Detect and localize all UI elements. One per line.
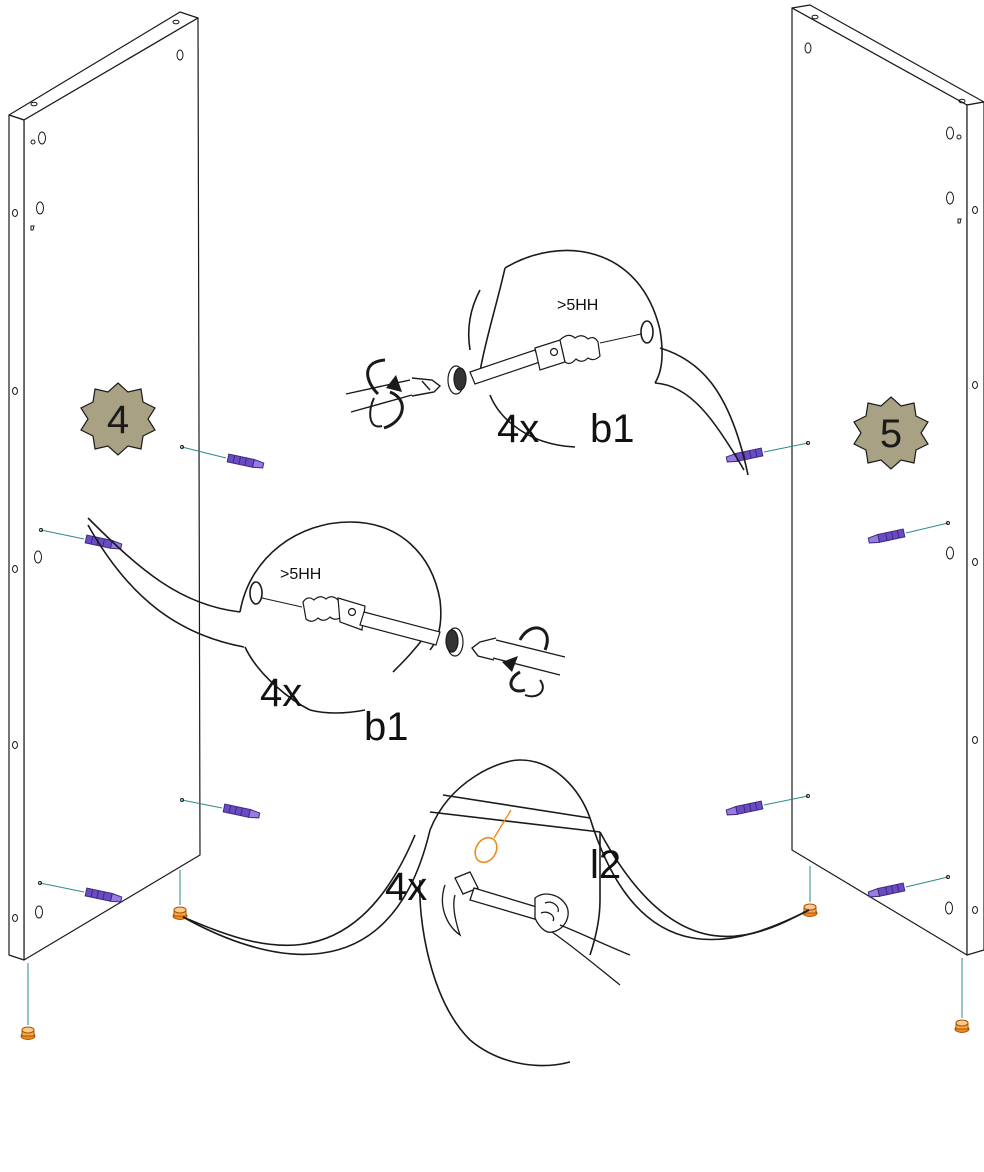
left-dowels — [38, 445, 265, 904]
callout-middle-part: b1 — [364, 705, 409, 749]
glide-feet — [20, 866, 970, 1040]
glide-foot-icon — [954, 1019, 970, 1033]
dowel-icon — [867, 875, 950, 899]
starburst-badge-icon — [80, 382, 156, 456]
callout-top-quantity: 4x — [497, 407, 539, 451]
dowel-icon — [725, 441, 810, 464]
dowel-icon — [180, 798, 261, 820]
screwdriver-icon — [471, 637, 566, 676]
hammer-icon — [441, 871, 631, 986]
right-dowels — [725, 441, 950, 899]
dowel-icon — [725, 794, 810, 817]
left-side-panel — [8, 11, 201, 961]
step-number-right: 5 — [880, 412, 902, 456]
callout-top-part: b1 — [590, 407, 635, 451]
callout-middle-spec: >5HH — [280, 566, 321, 583]
dowel-icon — [180, 445, 265, 470]
glide-foot-icon — [474, 836, 498, 864]
callout-middle-quantity: 4x — [260, 671, 302, 715]
callout-top-spec: >5HH — [557, 297, 598, 314]
cam-bolt-icon — [447, 334, 601, 395]
cam-bolt-icon — [302, 596, 464, 657]
right-side-panel — [791, 4, 984, 956]
step-badge-left: 4 — [80, 382, 156, 456]
callout-bottom-quantity: 4x — [385, 865, 427, 909]
dowel-icon — [38, 881, 123, 904]
callout-top — [345, 249, 749, 476]
dowel-icon — [867, 521, 950, 545]
screwdriver-icon — [345, 377, 442, 413]
callout-middle — [87, 517, 566, 714]
rotate-arrow-icon — [502, 626, 549, 698]
left-panel-holes — [12, 19, 184, 922]
callout-bottom — [182, 759, 810, 1067]
right-panel-holes — [804, 14, 978, 915]
step-badge-right: 5 — [853, 396, 929, 470]
rotate-arrow-icon — [366, 358, 404, 430]
glide-foot-icon — [20, 1026, 36, 1040]
starburst-badge-icon — [853, 396, 929, 470]
dowel-icon — [39, 528, 123, 551]
callout-bottom-part: l2 — [590, 843, 621, 887]
glide-foot-icon — [802, 903, 818, 917]
step-number-left: 4 — [107, 398, 129, 442]
